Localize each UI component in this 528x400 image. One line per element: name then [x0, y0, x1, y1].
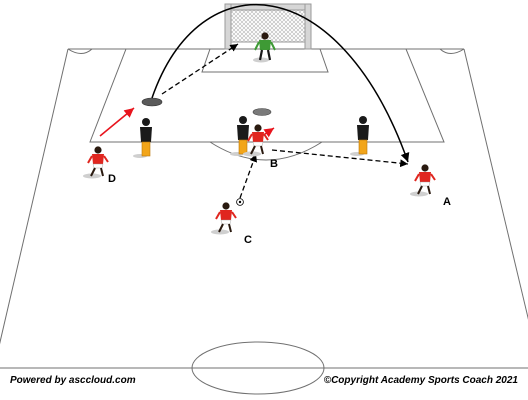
player-d: [83, 146, 109, 179]
pitch: [0, 48, 528, 395]
penalty-arc: [209, 141, 323, 161]
corner-arc-left: [67, 48, 93, 54]
mannequin-icon: [350, 116, 369, 156]
player-label-b: B: [270, 158, 278, 170]
pass-c-to-b-path: [239, 153, 257, 199]
powered-by-text: Powered by asccloud.com: [10, 375, 136, 386]
lofted-pass-path: [151, 3, 410, 163]
player-a: [410, 164, 436, 197]
goalkeeper: [253, 32, 276, 63]
right-touchline: [463, 48, 528, 320]
flat-cone-icon: [252, 108, 272, 116]
player-c: [211, 202, 237, 235]
copyright-text: ©Copyright Academy Sports Coach 2021: [323, 375, 518, 386]
flat-cone-icon: [141, 97, 163, 107]
centre-circle: [191, 341, 325, 395]
mannequin-icon: [133, 118, 152, 158]
player-label-c: C: [244, 234, 252, 246]
left-touchline: [0, 48, 69, 345]
six-yard-box: [201, 48, 329, 73]
player-label-d: D: [108, 173, 116, 185]
corner-arc-right: [439, 48, 465, 54]
player-b: [243, 124, 269, 157]
mannequin-icon: [230, 116, 249, 156]
pass-b-to-a-path: [271, 149, 409, 168]
run-to-goal-path: [161, 43, 239, 95]
run-d-arrow: [99, 107, 135, 137]
player-label-a: A: [443, 196, 451, 208]
soccer-ball-icon: [236, 198, 244, 206]
goal-net-icon: [224, 3, 312, 50]
